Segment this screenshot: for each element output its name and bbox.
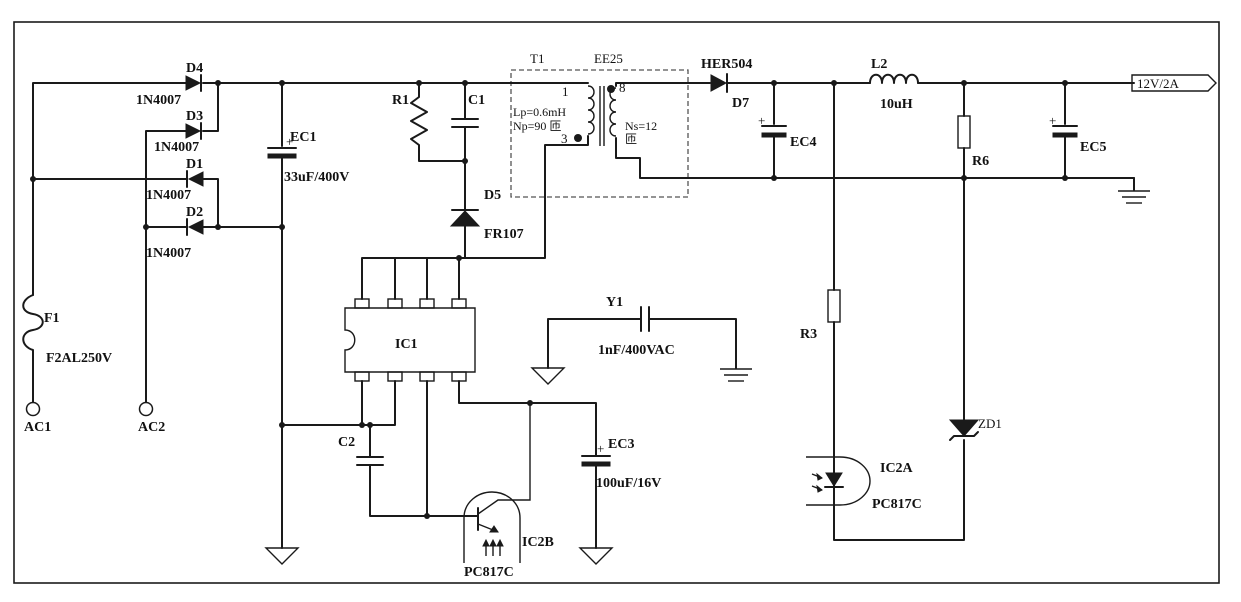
diode-d5	[449, 209, 481, 259]
ic2a-ref: IC2A	[880, 461, 914, 476]
l2-value: 10uH	[880, 97, 913, 112]
d2-ref: D2	[186, 205, 203, 220]
output-label: 12V/2A	[1137, 76, 1180, 91]
fuse-f1	[22, 294, 44, 361]
ac1-terminal	[25, 401, 41, 417]
ac2-terminal	[138, 401, 154, 417]
schematic-frame	[13, 21, 1220, 584]
input-wiring	[32, 82, 511, 403]
d3-ref: D3	[186, 109, 203, 124]
t1-ref: T1	[530, 51, 544, 66]
ec1-ref: EC1	[290, 130, 316, 145]
ac2-label: AC2	[138, 420, 165, 435]
svg-text:+: +	[597, 441, 604, 456]
f1-value: F2AL250V	[46, 351, 112, 366]
ground-ec1	[264, 547, 300, 565]
y1-ref: Y1	[606, 295, 623, 310]
r1-ref: R1	[392, 93, 409, 108]
y1-value: 1nF/400VAC	[598, 343, 675, 358]
d4-value: 1N4007	[136, 93, 181, 108]
capacitor-ec5: +	[1049, 82, 1078, 179]
d5-value: FR107	[484, 227, 524, 242]
diode-d4	[185, 74, 202, 92]
r6-ref: R6	[972, 154, 989, 169]
feedback-wiring	[827, 82, 965, 541]
ic1-ref: IC1	[395, 337, 418, 352]
ec3-value: 100uF/16V	[596, 476, 661, 491]
t1-lp: Lp=0.6mH	[513, 105, 566, 119]
d7-value: HER504	[701, 57, 752, 72]
c2-ref: C2	[338, 435, 355, 450]
ic2b-value: PC817C	[464, 565, 514, 580]
d4-ref: D4	[186, 61, 203, 76]
ground-output	[1118, 177, 1150, 204]
ec4-ref: EC4	[790, 135, 816, 150]
svg-text:+: +	[1049, 113, 1056, 128]
ac1-label: AC1	[24, 420, 51, 435]
zd1-ref: ZD1	[978, 416, 1002, 431]
inductor-l2	[869, 73, 1135, 84]
optocoupler-ic2a	[806, 456, 871, 506]
transformer-t1	[464, 69, 1135, 259]
zener-zd1	[948, 419, 980, 441]
t1-np: Np=90 匝	[513, 119, 561, 133]
t1-pin3: 3	[561, 131, 568, 146]
diode-d1	[186, 170, 204, 188]
r3-ref: R3	[800, 327, 817, 342]
svg-text:+: +	[286, 134, 293, 149]
capacitor-y1	[530, 306, 752, 385]
t1-core: EE25	[594, 51, 623, 66]
svg-text:+: +	[758, 113, 765, 128]
f1-ref: F1	[44, 311, 60, 326]
d2-value: 1N4007	[146, 246, 191, 261]
resistor-r6	[957, 82, 971, 421]
l2-ref: L2	[871, 57, 887, 72]
capacitor-c1	[451, 82, 479, 210]
t1-ns-unit: 匝	[625, 132, 637, 146]
capacitor-ec3: +	[578, 441, 614, 565]
d7-ref: D7	[732, 96, 749, 111]
t1-ns: Ns=12	[625, 119, 657, 133]
diode-d7	[710, 73, 871, 93]
diode-d3	[185, 122, 202, 140]
c1-ref: C1	[468, 93, 485, 108]
diode-d2	[186, 218, 204, 236]
t1-pin8: 8	[619, 80, 626, 95]
d1-ref: D1	[186, 157, 203, 172]
d3-value: 1N4007	[154, 140, 199, 155]
optocoupler-ic2b	[463, 403, 531, 563]
ic2a-value: PC817C	[872, 497, 922, 512]
capacitor-c2	[356, 424, 428, 517]
capacitor-ec1: +	[267, 82, 297, 549]
d1-value: 1N4007	[146, 188, 191, 203]
ec3-ref: EC3	[608, 437, 634, 452]
capacitor-ec4: +	[758, 82, 787, 179]
output-connector	[1131, 74, 1217, 92]
ec5-ref: EC5	[1080, 140, 1106, 155]
t1-pin1: 1	[562, 84, 569, 99]
resistor-r1	[410, 82, 466, 162]
d5-ref: D5	[484, 188, 501, 203]
ic2b-ref: IC2B	[522, 535, 554, 550]
controller-ic1	[281, 257, 597, 517]
ec1-value: 33uF/400V	[284, 170, 349, 185]
